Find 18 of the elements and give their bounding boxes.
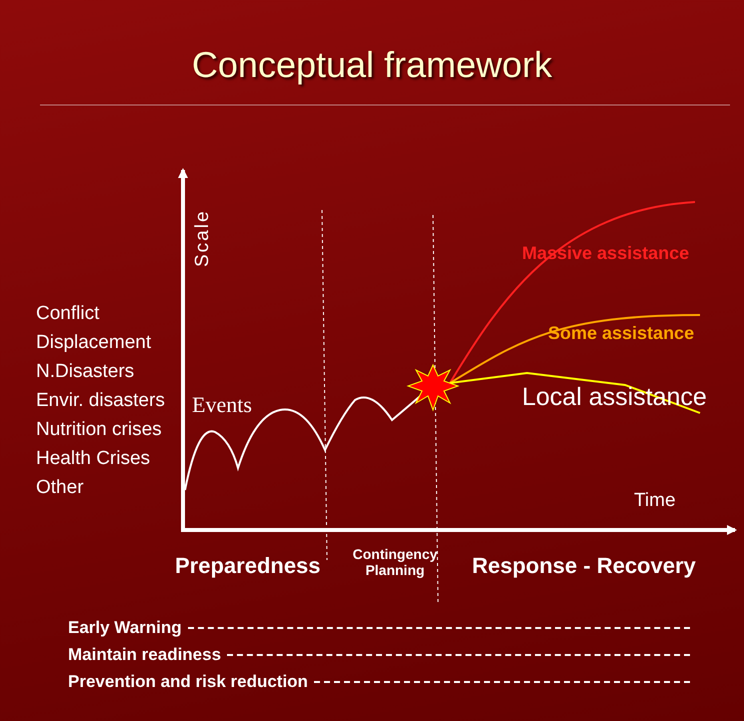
axis-label: Scale: [192, 209, 214, 267]
list-item: Nutrition crises: [36, 419, 162, 441]
phase-label: Preparedness: [175, 553, 321, 578]
list-item: Health Crises: [36, 448, 150, 470]
phase-label: Response - Recovery: [472, 553, 696, 578]
list-item: Other: [36, 477, 84, 499]
activity-label: Prevention and risk reduction: [68, 672, 308, 692]
list-item: Displacement: [36, 332, 152, 354]
activity-label: Maintain readiness: [68, 645, 222, 665]
list-item: N.Disasters: [36, 361, 134, 383]
axis-label: Time: [634, 490, 676, 512]
curve-label: Events: [192, 392, 252, 418]
list-item: Envir. disasters: [36, 390, 165, 412]
curve-label: Some assistance: [548, 323, 694, 344]
activity-label: Early Warning: [68, 618, 182, 638]
slide-title: Conceptual framework: [190, 44, 554, 86]
list-item: Conflict: [36, 303, 100, 325]
phase-label: Contingency Planning: [352, 546, 438, 578]
